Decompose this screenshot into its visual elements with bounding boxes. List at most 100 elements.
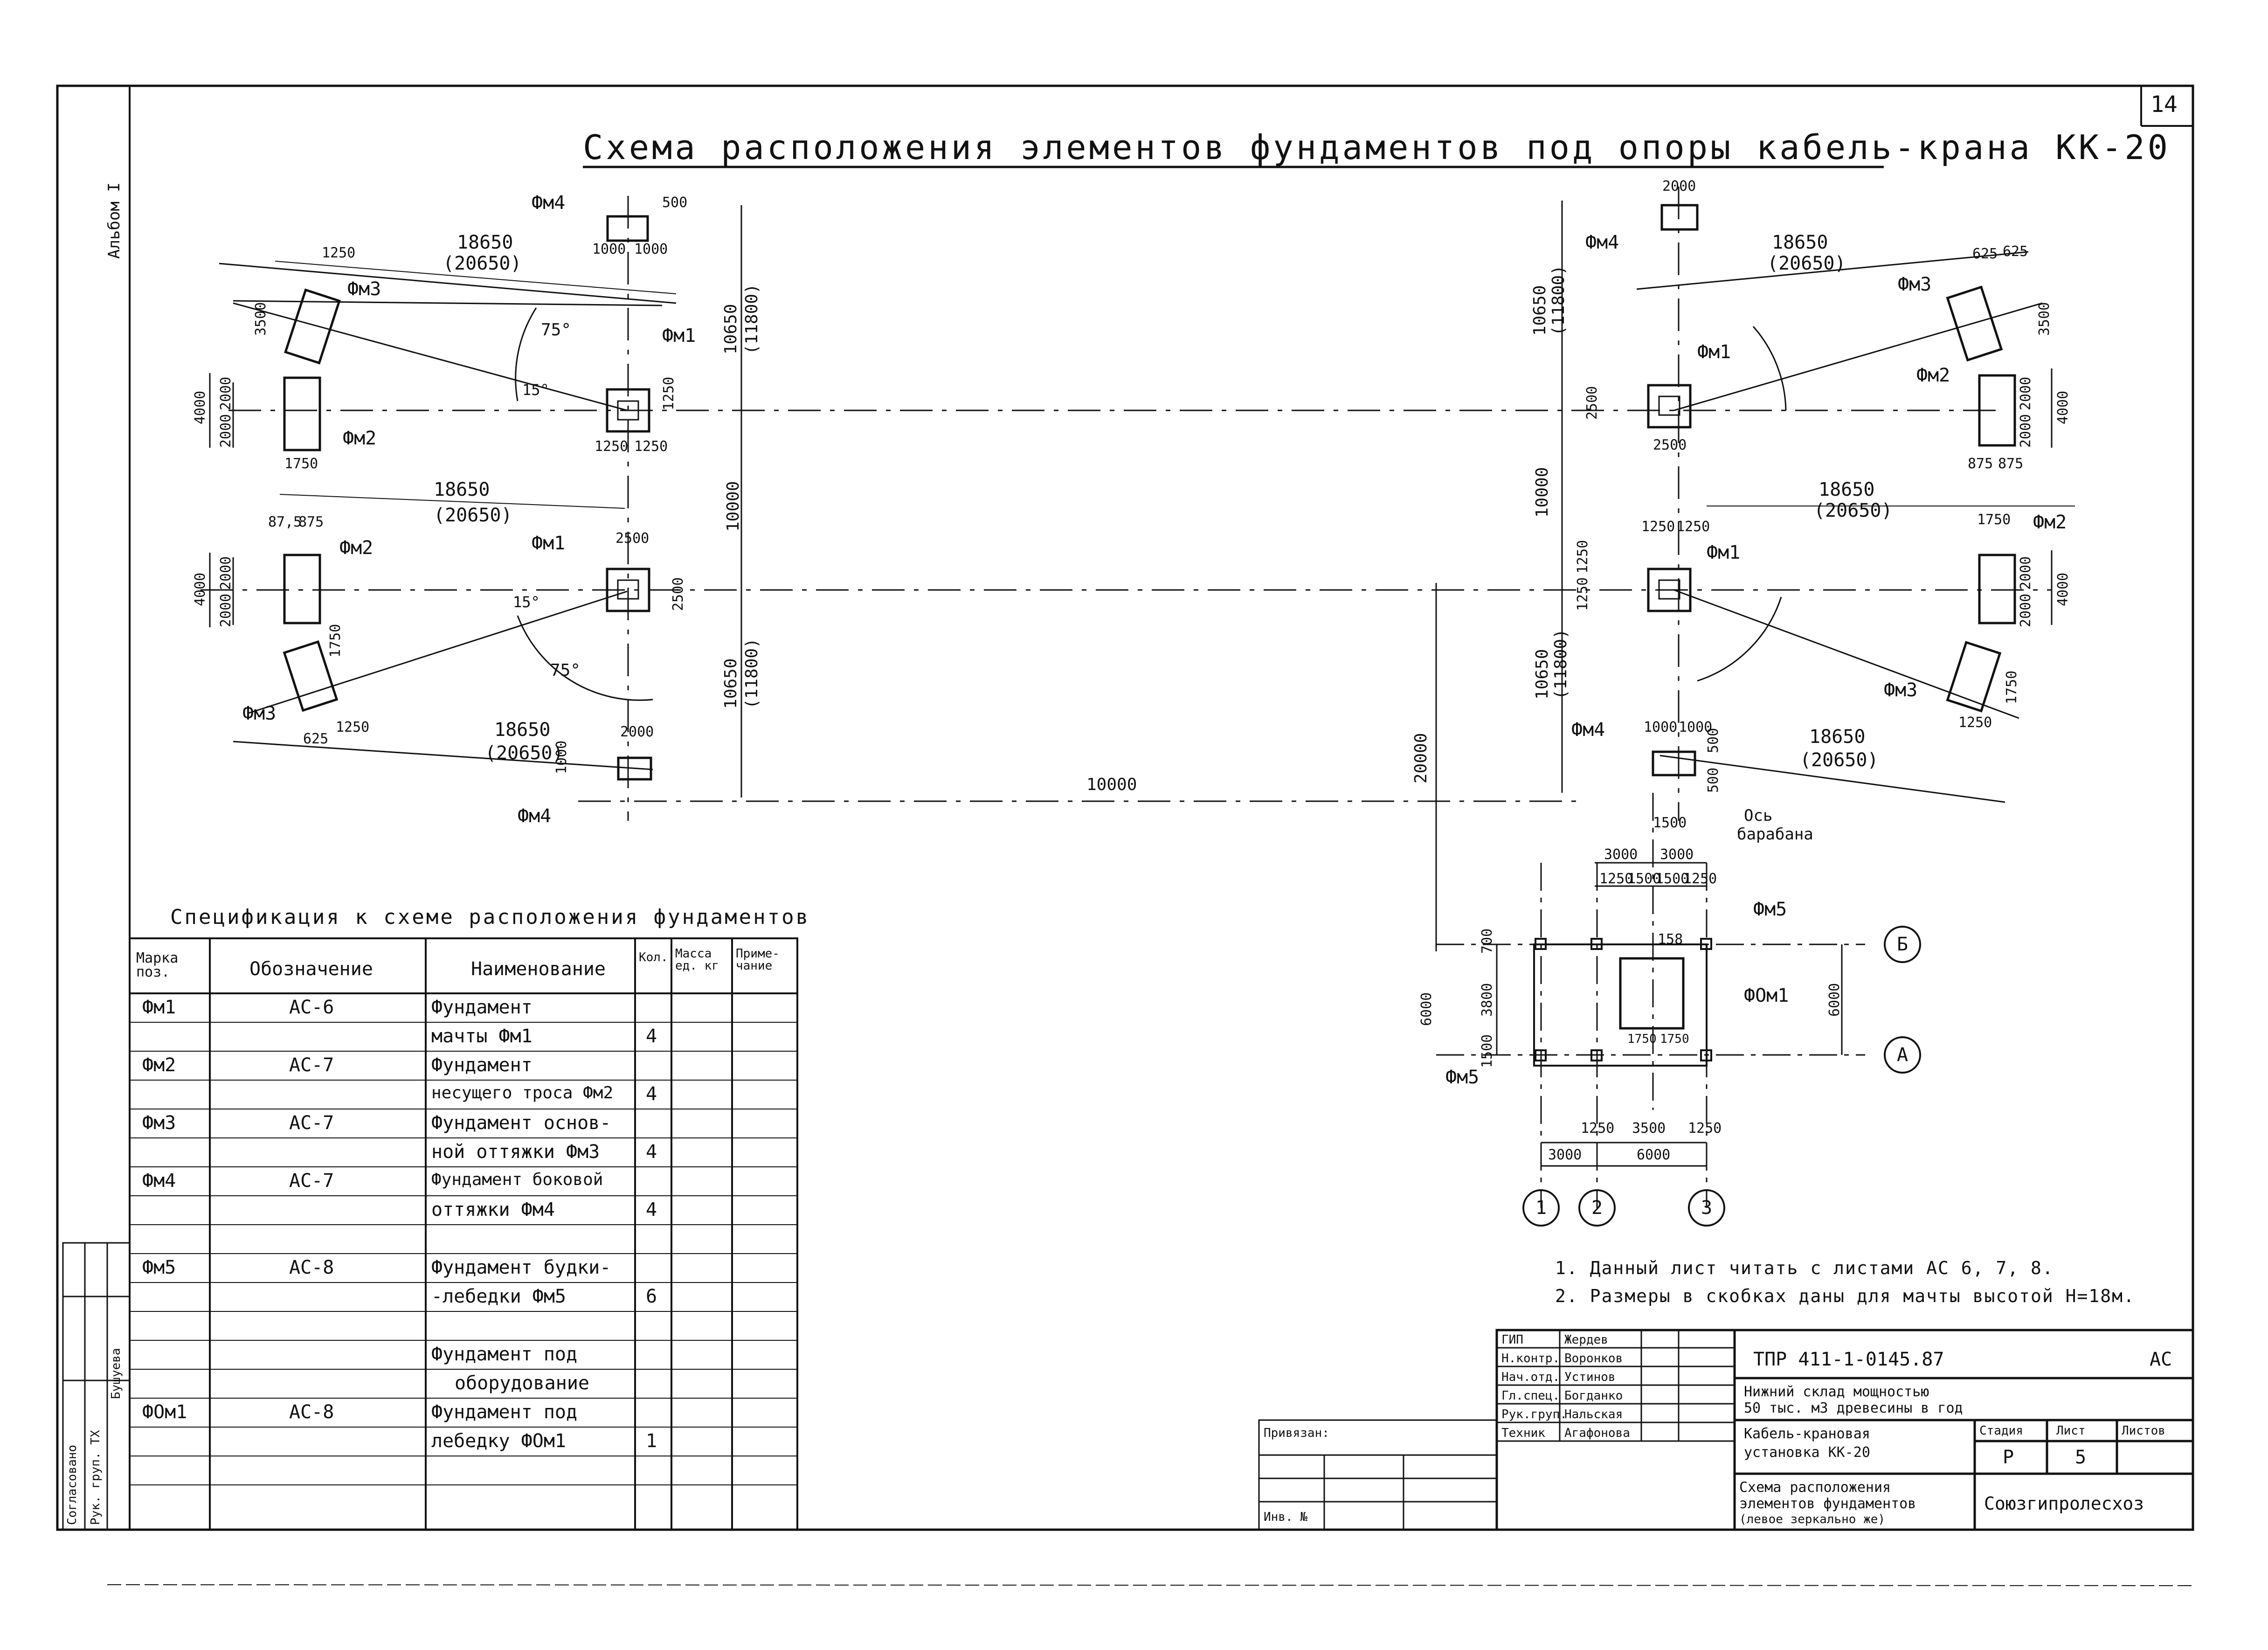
- right-fm3-bot-mark: Фм3: [1884, 679, 1918, 701]
- winch-inner-dim-1: 1750: [1627, 1032, 1657, 1046]
- spec-row-1-name1: Фундамент: [431, 997, 532, 1018]
- stamp-role-4: Гл.спец.: [1501, 1389, 1560, 1403]
- spec-header-qty: Кол.: [639, 950, 668, 964]
- winch-dim-top2-4: 1250: [1683, 871, 1717, 887]
- right-vert-mid: 10000: [1533, 467, 1552, 518]
- spec-row-5-code: АС-8: [289, 1257, 334, 1278]
- left-fm1-bot-dim-2: 2500: [670, 577, 686, 611]
- right-span-top: 18650: [1772, 232, 1828, 253]
- winch-left-dim-2: 700: [1479, 928, 1495, 954]
- right-fm3-bot-dim-2: 1750: [2004, 670, 2020, 704]
- grid-axis-a: А: [1897, 1044, 1908, 1066]
- stamp-role-6: Техник: [1501, 1426, 1545, 1440]
- right-fm4-top-mark: Фм4: [1585, 232, 1619, 253]
- left-fm1-bot-dim-1: 2500: [615, 530, 650, 547]
- left-fm3-top-mark: Фм3: [347, 278, 381, 300]
- left-fm3-bot-mark: Фм3: [242, 703, 277, 724]
- grid-axis-2: 2: [1591, 1197, 1603, 1219]
- spec-row-2-name2: несущего троса Фм2: [431, 1083, 614, 1102]
- spec-header-name: Наименование: [471, 958, 606, 980]
- side-stamp-label-2: Рук. груп. ТХ: [89, 1430, 103, 1525]
- right-fm1-top-dim-1: 2500: [1584, 386, 1600, 420]
- right-span-between: 10000: [1086, 775, 1137, 794]
- album-label: Альбом I: [105, 182, 124, 259]
- right-fm2-top-mark: Фм2: [1916, 365, 1950, 386]
- winch-left-dim-4: 1500: [1479, 1034, 1495, 1068]
- right-fm1-top-dim-2: 2500: [1653, 437, 1687, 453]
- winch-fom1: ФОм1: [1744, 985, 1789, 1006]
- right-fm1-bot-dim-1: 1250: [1641, 519, 1675, 535]
- spec-row-6-name1: Фундамент под: [431, 1344, 578, 1365]
- right-fm2-bot-dim-2: 4000: [2055, 572, 2071, 606]
- sheet-number: 14: [2150, 91, 2178, 118]
- left-span-bot: 18650: [494, 719, 551, 741]
- stamp-desc-2: элементов фундаментов: [1739, 1496, 1916, 1512]
- left-vert-bot: 10650: [721, 658, 740, 709]
- winch-inner-dim-2: 1750: [1660, 1032, 1689, 1046]
- left-fm2-bot-dim-1: 4000: [192, 572, 208, 606]
- stamp-stage: Р: [2003, 1447, 2014, 1468]
- spec-row-2-name1: Фундамент: [431, 1054, 532, 1076]
- stamp-role-1: ГИП: [1501, 1333, 1523, 1347]
- spec-row-7-name2: лебедку ФОм1: [431, 1430, 566, 1452]
- spec-row-7-mark: ФОм1: [142, 1401, 187, 1423]
- spec-row-1-qty: 4: [646, 1026, 657, 1047]
- winch-bottom-dim-3: 1250: [1688, 1120, 1722, 1137]
- spec-row-2-code: АС-7: [289, 1054, 334, 1076]
- spec-row-3-name2: ной оттяжки Фм3: [431, 1141, 600, 1163]
- left-fm4-top-dim-3: 500: [662, 194, 688, 211]
- winch-dim-top2-1: 1250: [1599, 871, 1633, 887]
- spec-row-2-mark: Фм2: [142, 1054, 176, 1076]
- left-fm4-bot-dim-1: 2000: [620, 724, 654, 740]
- right-fm3-top-dim-1: 625: [1972, 246, 1998, 262]
- spec-row-3-code: АС-7: [289, 1112, 334, 1134]
- left-fm2-top-dim-2: 2000: [218, 376, 234, 410]
- left-span-top-alt: (20650): [443, 253, 522, 274]
- spec-row-4-mark: Фм4: [142, 1170, 176, 1192]
- winch-fm5-top: Фм5: [1753, 899, 1787, 920]
- left-span-mid: 18650: [434, 479, 490, 500]
- left-angle-15-bot: 15°: [513, 593, 540, 611]
- spec-row-3-qty: 4: [646, 1141, 657, 1163]
- stamp-role-2: Н.контр.: [1501, 1352, 1560, 1366]
- left-vert-bot-alt: (11800): [742, 638, 761, 709]
- right-fm2-bot-mark: Фм2: [2033, 512, 2067, 533]
- right-fm2-top-dim-5: 875: [1998, 456, 2024, 472]
- right-vert-bot-alt: (11800): [1551, 629, 1570, 700]
- right-fm3-top-dim-3: 3500: [2036, 302, 2053, 336]
- stamp-inv-label: Инв. №: [1264, 1510, 1307, 1524]
- stamp-name-5: Нальская: [1564, 1407, 1623, 1421]
- winch-dim-1500: 1500: [1653, 815, 1687, 831]
- left-fm4-bot-dim-2: 1000: [553, 740, 570, 774]
- left-fm3-bot-dim-2: 1250: [336, 719, 370, 735]
- spec-row-2-qty: 4: [646, 1083, 657, 1105]
- side-stamp-label-1: Согласовано: [65, 1444, 79, 1525]
- winch-bottom2-dim-1: 3000: [1548, 1147, 1582, 1163]
- left-fm1-top-dim-1: 1250: [595, 438, 629, 455]
- left-fm2-bot-dim-2: 2000: [218, 556, 234, 590]
- spec-row-5-name2: -лебедки Фм5: [431, 1286, 566, 1307]
- winch-dim-top-2: 3000: [1660, 846, 1694, 863]
- stamp-desc-1: Схема расположения: [1739, 1479, 1891, 1496]
- right-fm2-top-dim-2: 2000: [2018, 376, 2034, 410]
- winch-bottom-dim-2: 3500: [1632, 1120, 1666, 1137]
- left-fm3-top-dim-1: 1250: [322, 245, 356, 261]
- spec-title: Спецификация к схеме расположения фундам…: [170, 905, 810, 929]
- spec-row-7-name1: Фундамент под: [431, 1401, 578, 1423]
- winch-dim-158: 158: [1658, 931, 1683, 948]
- note-2: 2. Размеры в скобках даны для мачты высо…: [1555, 1286, 2135, 1306]
- right-fm4-bot-dim-3: 500: [1705, 728, 1722, 753]
- spec-row-5-qty: 6: [646, 1286, 657, 1307]
- page-title: Схема расположения элементов фундаментов…: [583, 128, 2171, 167]
- winch-dim-top2-3: 1500: [1655, 871, 1689, 887]
- right-vert-top: 10650: [1530, 285, 1549, 336]
- spec-header-note: Приме- чание: [736, 947, 780, 973]
- right-fm1-top-mark: Фм1: [1697, 341, 1731, 363]
- right-fm2-top-dim-1: 4000: [2055, 390, 2071, 424]
- left-fm2-bot-mark: Фм2: [339, 537, 373, 559]
- left-dim-mid-1: 87,5: [268, 514, 302, 530]
- right-fm1-bot-dim-2: 1250: [1676, 519, 1710, 535]
- side-stamp-label-3: Бушуева: [109, 1348, 123, 1399]
